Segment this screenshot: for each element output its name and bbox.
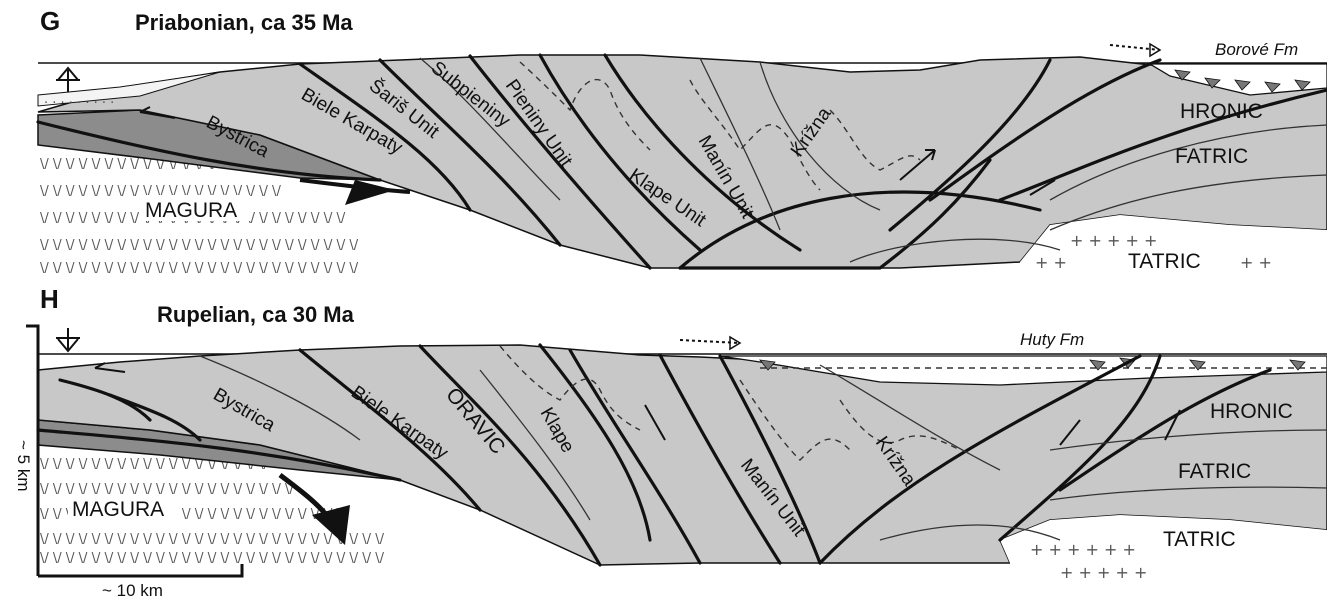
panel-h-tatric-label: TATRIC <box>1163 528 1236 551</box>
panel-g-magura-label: MAGURA <box>145 199 237 222</box>
panel-h-hronic-label: HRONIC <box>1210 400 1293 423</box>
svg-text:+ + + + +: + + + + + <box>1070 231 1157 250</box>
panel-h-magura-label: MAGURA <box>72 498 164 521</box>
svg-text:+ +: + + <box>1035 253 1067 272</box>
svg-text:\/ \/ \/ \/ \/ \/ \/ \/ \/ \/: \/ \/ \/ \/ \/ \/ \/ \/ \/ \/ \/ \/ \/ \… <box>40 482 294 497</box>
up-arrow-icon <box>56 68 80 92</box>
panel-g-formation-label: Borové Fm <box>1215 40 1298 59</box>
panel-g: G Priabonian, ca 35 Ma \/ \/ \/ \/ \/ \/… <box>38 6 1327 276</box>
panel-h-fatric-label: FATRIC <box>1178 460 1251 483</box>
panel-h-formation-label: Huty Fm <box>1020 330 1084 349</box>
svg-text:+ +: + + <box>1240 253 1272 272</box>
svg-text:\/ \/ \/ \/ \/ \/ \/ \/ \/ \/: \/ \/ \/ \/ \/ \/ \/ \/ \/ \/ \/ \/ \/ \… <box>40 238 359 253</box>
panel-g-letter: G <box>40 6 60 36</box>
panel-g-hronic-label: HRONIC <box>1180 100 1263 123</box>
svg-text:+ + + + +: + + + + + + <box>1030 540 1136 559</box>
panel-h: H Rupelian, ca 30 Ma \/ \/ \/ \/ \/ \/ \… <box>38 284 1327 582</box>
panel-h-title: Rupelian, ca 30 Ma <box>157 302 355 327</box>
svg-text:\/ \/ \/ \/ \/ \/ \/ \/ \/ \/: \/ \/ \/ \/ \/ \/ \/ \/ \/ \/ \/ \/ \/ \… <box>40 532 385 547</box>
down-arrow-icon <box>56 328 80 351</box>
panel-g-title: Priabonian, ca 35 Ma <box>135 10 353 35</box>
svg-text:\/ \/ \/ \/ \/ \/ \/ \/ \/ \/: \/ \/ \/ \/ \/ \/ \/ \/ \/ \/ \/ \/ \/ \… <box>40 551 385 566</box>
svg-text:+ + + + +: + + + + + <box>1060 563 1147 582</box>
vertical-scale-label: ~ 5 km <box>14 440 33 492</box>
panel-h-letter: H <box>40 284 59 314</box>
panel-g-sediment-dots: . . . . . . . . . <box>44 92 114 107</box>
svg-text:\/ \/ \/ \/ \/ \/ \/ \/ \/ \/: \/ \/ \/ \/ \/ \/ \/ \/ \/ \/ \/ \/ \/ \… <box>40 261 359 276</box>
panel-g-fatric-label: FATRIC <box>1175 145 1248 168</box>
horizontal-scale-label: ~ 10 km <box>102 581 163 599</box>
panel-g-tatric-label: TATRIC <box>1128 250 1201 273</box>
